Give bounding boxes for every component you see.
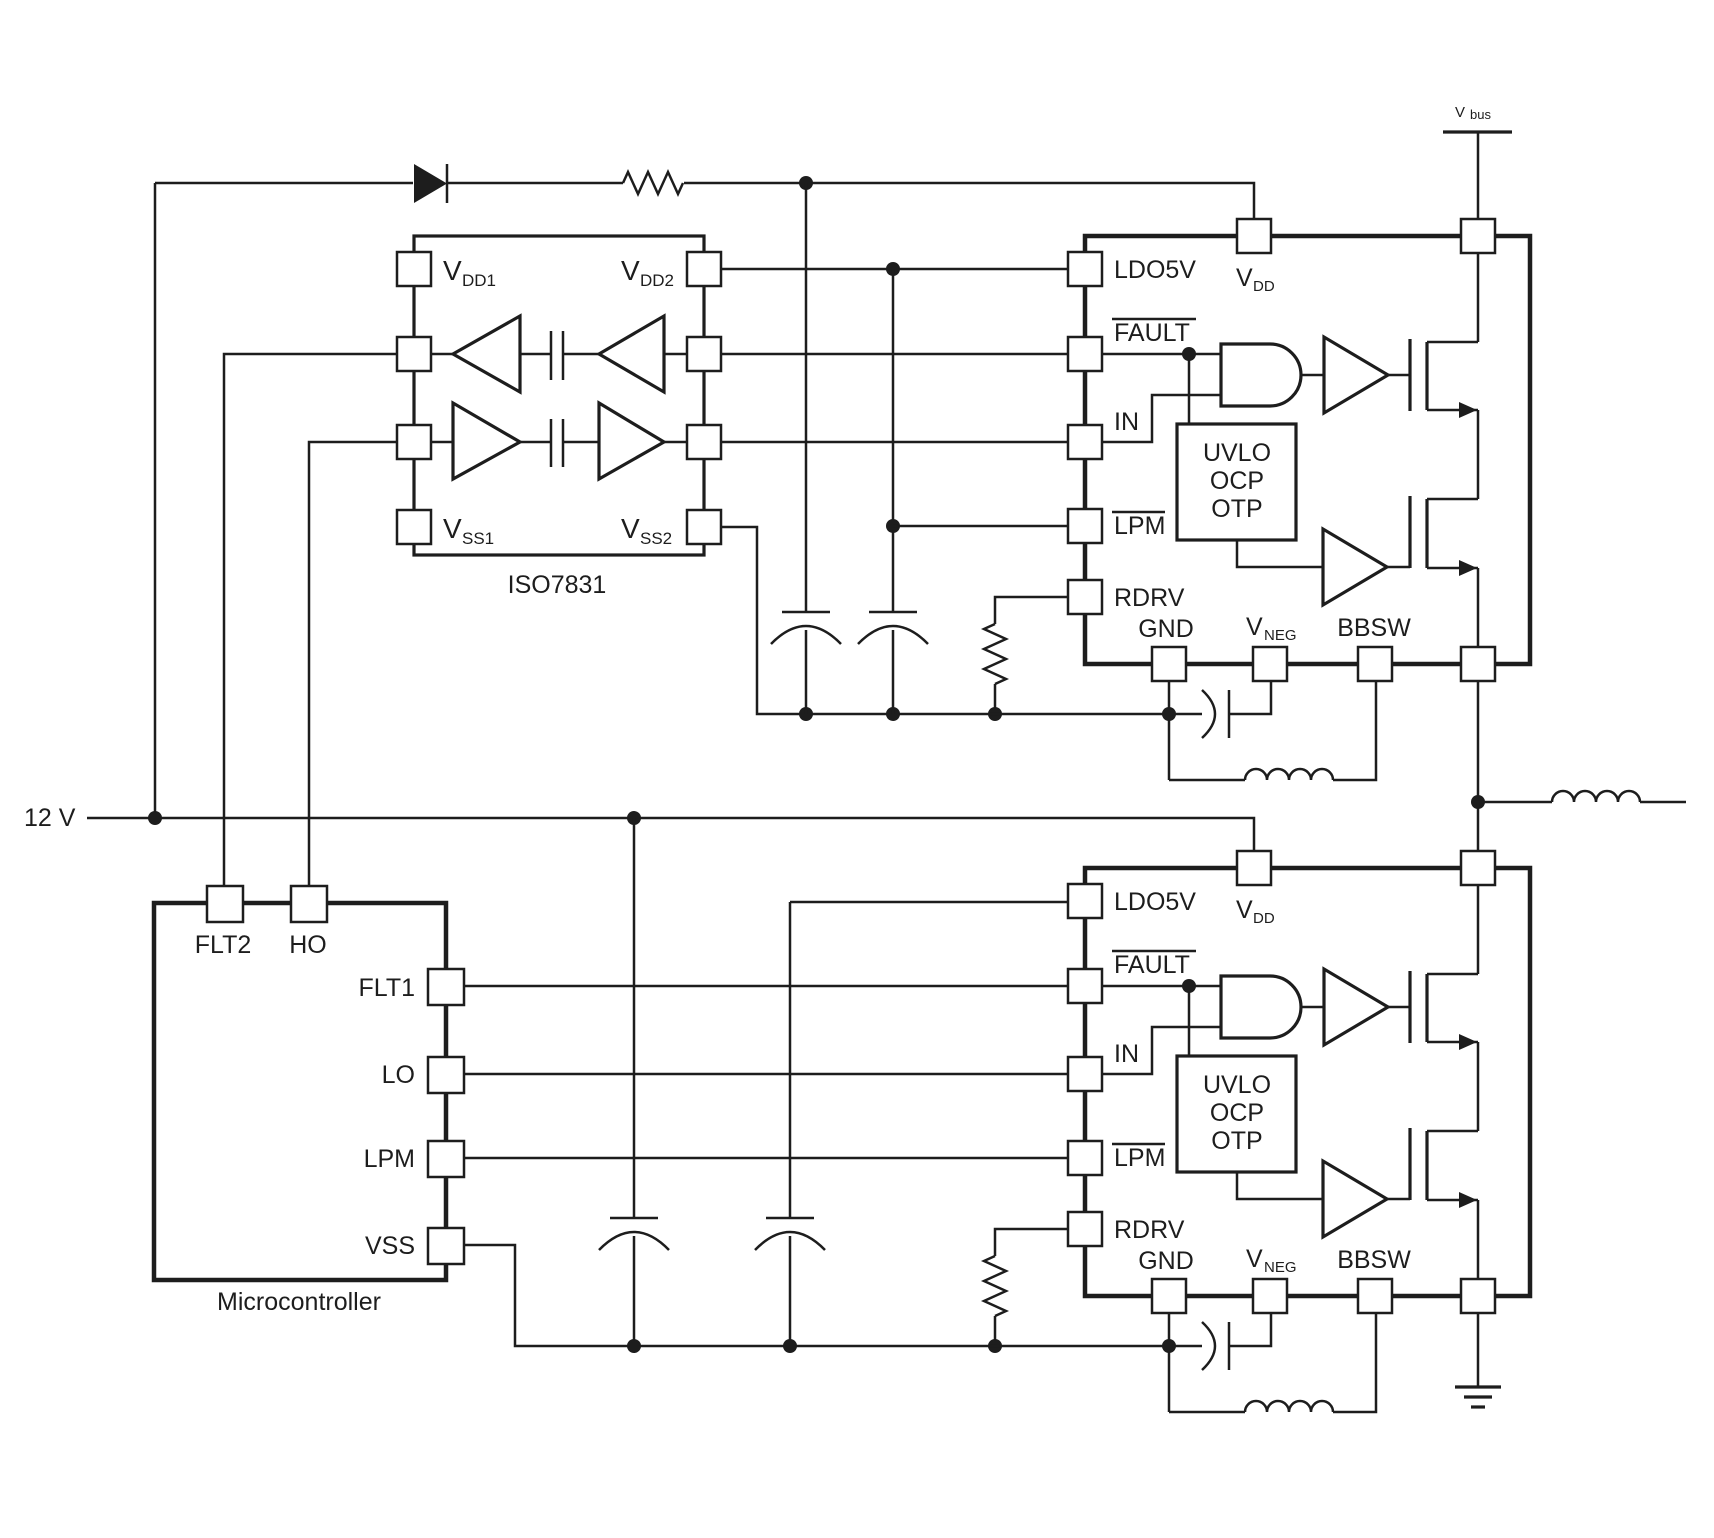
svg-text:LPM: LPM xyxy=(364,1145,415,1173)
svg-text:V: V xyxy=(621,255,640,286)
svg-text:SS2: SS2 xyxy=(640,529,672,548)
svg-text:V: V xyxy=(443,513,462,544)
svg-text:V: V xyxy=(621,513,640,544)
svg-text:12 V: 12 V xyxy=(24,804,76,832)
svg-text:ISO7831: ISO7831 xyxy=(508,571,607,599)
svg-text:LO: LO xyxy=(382,1061,415,1089)
svg-text:HO: HO xyxy=(289,931,327,959)
svg-text:DD2: DD2 xyxy=(640,271,674,290)
svg-text:SS1: SS1 xyxy=(462,529,494,548)
svg-text:Microcontroller: Microcontroller xyxy=(217,1288,381,1316)
svg-text:FLT1: FLT1 xyxy=(359,974,416,1002)
svg-text:bus: bus xyxy=(1470,107,1491,122)
svg-text:V: V xyxy=(1455,104,1465,121)
svg-text:VSS: VSS xyxy=(365,1232,415,1260)
svg-text:FLT2: FLT2 xyxy=(195,931,252,959)
svg-text:DD1: DD1 xyxy=(462,271,496,290)
svg-text:V: V xyxy=(443,255,462,286)
